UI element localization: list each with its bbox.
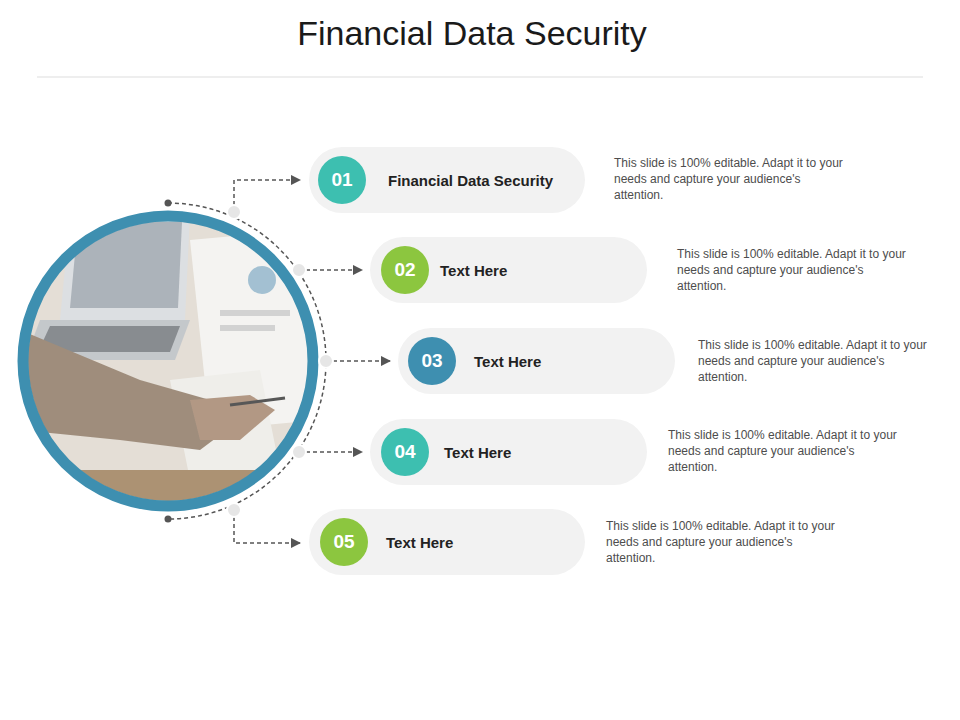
arc-dots	[227, 205, 333, 517]
step-number-circle: 03	[408, 337, 456, 385]
title-rule	[37, 77, 923, 78]
callout-number: 02	[381, 246, 429, 294]
callout-number: 01	[318, 156, 366, 204]
step-pill: Text Here 03	[398, 328, 675, 394]
description-text: This slide is 100% editable. Adapt it to…	[614, 155, 846, 203]
photo-ring	[23, 216, 313, 506]
step-number-circle: 04	[381, 428, 429, 476]
step-label: Text Here	[444, 444, 511, 461]
callout-number: 04	[381, 428, 429, 476]
step-pill: Text Here 05	[309, 509, 585, 575]
title: Financial Data Security	[297, 14, 647, 53]
description-text: This slide is 100% editable. Adapt it to…	[606, 518, 838, 566]
description-text: This slide is 100% editable. Adapt it to…	[677, 246, 909, 294]
step-label: Financial Data Security	[388, 172, 553, 189]
step-number-circle: 02	[381, 246, 429, 294]
dashed-arc	[168, 203, 326, 519]
step-pill: Financial Data Security 01	[309, 147, 585, 213]
arc-end-dot	[165, 200, 172, 207]
step-label: Text Here	[440, 262, 507, 279]
photo	[20, 210, 320, 520]
step-label: Text Here	[474, 353, 541, 370]
step-label: Text Here	[386, 534, 453, 551]
step-number-circle: 05	[320, 518, 368, 566]
step-number-circle: 01	[318, 156, 366, 204]
description-text: This slide is 100% editable. Adapt it to…	[668, 427, 900, 475]
step-pill: Text Here 02	[370, 237, 647, 303]
step-pill: Text Here 04	[370, 419, 647, 485]
leader-arrows	[234, 180, 390, 543]
description-text: This slide is 100% editable. Adapt it to…	[698, 337, 930, 385]
arc-end-dot	[165, 516, 172, 523]
callout-number: 05	[320, 518, 368, 566]
callout-number: 03	[408, 337, 456, 385]
